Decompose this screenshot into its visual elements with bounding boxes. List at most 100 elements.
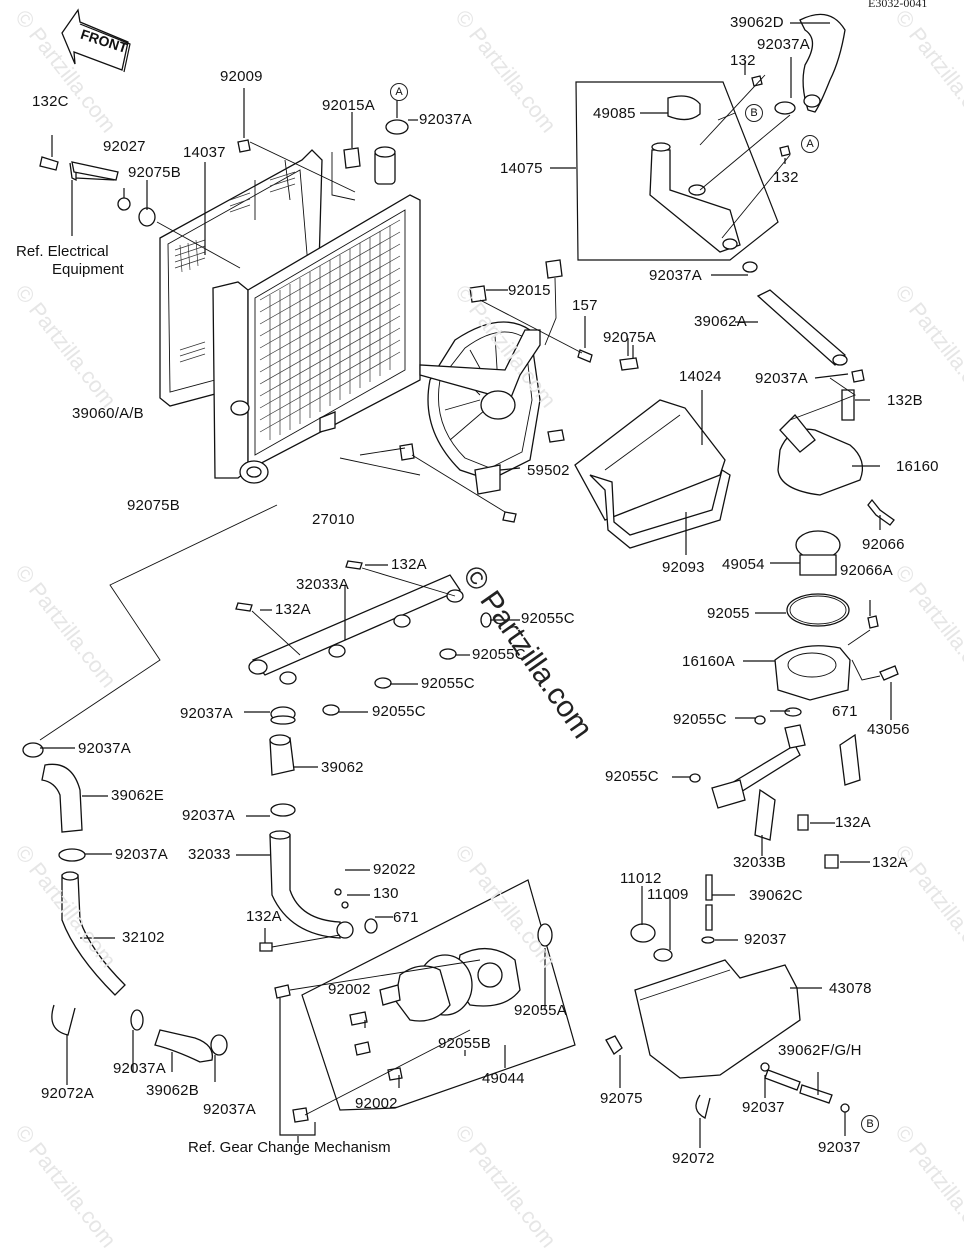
part-label[interactable]: 132A	[246, 908, 282, 925]
part-label[interactable]: 92027	[103, 138, 146, 155]
part-label[interactable]: 92055C	[472, 646, 526, 663]
marker-b-top: B	[745, 104, 763, 122]
part-label[interactable]: 49085	[593, 105, 636, 122]
part-label[interactable]: 92072A	[41, 1085, 94, 1102]
part-label[interactable]: 92075B	[127, 497, 180, 514]
part-label[interactable]: 39062E	[111, 787, 164, 804]
part-label[interactable]: 27010	[312, 511, 355, 528]
part-label[interactable]: 14037	[183, 144, 226, 161]
part-label[interactable]: 130	[373, 885, 399, 902]
diagram-artwork	[22, 8, 899, 1148]
part-label[interactable]: 671	[832, 703, 858, 720]
part-label[interactable]: 92037	[744, 931, 787, 948]
part-label[interactable]: 92037	[818, 1139, 861, 1156]
part-label[interactable]: 43078	[829, 980, 872, 997]
part-label[interactable]: 92037A	[649, 267, 702, 284]
water-pump	[274, 879, 576, 1123]
part-label[interactable]: 92002	[328, 981, 371, 998]
part-label[interactable]: 49054	[722, 556, 765, 573]
part-label[interactable]: 132B	[887, 392, 923, 409]
part-label[interactable]: 92037A	[180, 705, 233, 722]
part-label[interactable]: 39060/A/B	[72, 405, 144, 422]
front-arrow-icon	[61, 8, 131, 73]
part-label[interactable]: 14024	[679, 368, 722, 385]
part-label[interactable]: 92002	[355, 1095, 398, 1112]
cooling-fan	[399, 259, 593, 523]
thermostat	[774, 530, 899, 701]
part-label[interactable]: 92055B	[438, 1035, 491, 1052]
part-label[interactable]: 92037A	[182, 807, 235, 824]
part-label[interactable]: 92037A	[78, 740, 131, 757]
part-label[interactable]: 92015A	[322, 97, 375, 114]
part-label[interactable]: 157	[572, 297, 598, 314]
part-label[interactable]: 92022	[373, 861, 416, 878]
part-label[interactable]: 16160A	[682, 653, 735, 670]
part-label[interactable]: 92055C	[673, 711, 727, 728]
ref-electrical-line1: Ref. Electrical	[16, 243, 109, 260]
hose-group-left	[22, 742, 228, 1063]
marker-a-top: A	[390, 83, 408, 101]
ref-gear-change: Ref. Gear Change Mechanism	[188, 1139, 391, 1156]
part-label[interactable]: 92037A	[203, 1101, 256, 1118]
part-label[interactable]: 92037A	[757, 36, 810, 53]
part-label[interactable]: 92072	[672, 1150, 715, 1167]
part-label[interactable]: 132	[773, 169, 799, 186]
part-label[interactable]: 92015	[508, 282, 551, 299]
part-label[interactable]: 39062B	[146, 1082, 199, 1099]
part-label[interactable]: 11009	[647, 886, 689, 903]
part-label[interactable]: 132A	[275, 601, 311, 618]
part-label[interactable]: 39062A	[694, 313, 747, 330]
part-label[interactable]: 92075A	[603, 329, 656, 346]
part-label[interactable]: 59502	[527, 462, 570, 479]
part-label[interactable]: 132C	[32, 93, 69, 110]
part-label[interactable]: 92066A	[840, 562, 893, 579]
part-label[interactable]: 132A	[835, 814, 871, 831]
ref-electrical-line2: Equipment	[52, 261, 124, 278]
marker-b-bottom: B	[861, 1115, 879, 1133]
part-label[interactable]: 32033B	[733, 854, 786, 871]
part-label[interactable]: 92037A	[115, 846, 168, 863]
part-label[interactable]: 92055C	[605, 768, 659, 785]
part-label[interactable]: 92037A	[755, 370, 808, 387]
part-label[interactable]: 92075B	[128, 164, 181, 181]
part-label[interactable]: 132A	[872, 854, 908, 871]
part-label[interactable]: 39062	[321, 759, 364, 776]
part-label[interactable]: 43056	[867, 721, 910, 738]
part-label[interactable]: 49044	[482, 1070, 525, 1087]
part-label[interactable]: 92037A	[113, 1060, 166, 1077]
part-label[interactable]: 92009	[220, 68, 263, 85]
part-label[interactable]: 92037A	[419, 111, 472, 128]
part-label[interactable]: 14075	[500, 160, 543, 177]
reservoir-tank	[605, 874, 850, 1119]
part-label[interactable]: 32033	[188, 846, 231, 863]
part-label[interactable]: 132	[730, 52, 756, 69]
part-label[interactable]: 92055A	[514, 1002, 567, 1019]
part-label[interactable]: 92055C	[521, 610, 575, 627]
part-label[interactable]: 92075	[600, 1090, 643, 1107]
part-label[interactable]: 39062F/G/H	[778, 1042, 862, 1059]
part-label[interactable]: 92066	[862, 536, 905, 553]
water-pipe-32033b	[689, 707, 861, 869]
part-label[interactable]: 32033A	[296, 576, 349, 593]
part-label[interactable]: 671	[393, 909, 419, 926]
filler-neck-assembly	[575, 13, 846, 273]
part-label[interactable]: 32102	[122, 929, 165, 946]
radiator	[212, 146, 421, 484]
hose-group-middle	[259, 715, 378, 952]
diagram-code: E3032-0041	[868, 0, 928, 10]
water-rail-32033a	[235, 560, 492, 722]
part-label[interactable]: 11012	[620, 870, 662, 887]
small-parts-top-left	[39, 119, 409, 227]
part-label[interactable]: 132A	[391, 556, 427, 573]
part-label[interactable]: 92055C	[421, 675, 475, 692]
marker-a-right: A	[801, 135, 819, 153]
part-label[interactable]: 92037	[742, 1099, 785, 1116]
parts-diagram: E3032-0041 FRONT A B A B Ref. Electrical…	[10, 0, 964, 1252]
part-label[interactable]: 16160	[896, 458, 939, 475]
part-label[interactable]: 39062C	[749, 887, 803, 904]
part-label[interactable]: 92055C	[372, 703, 426, 720]
part-label[interactable]: 92055	[707, 605, 750, 622]
part-label[interactable]: 92093	[662, 559, 705, 576]
thermostat-housing	[756, 289, 895, 526]
part-label[interactable]: 39062D	[730, 14, 784, 31]
